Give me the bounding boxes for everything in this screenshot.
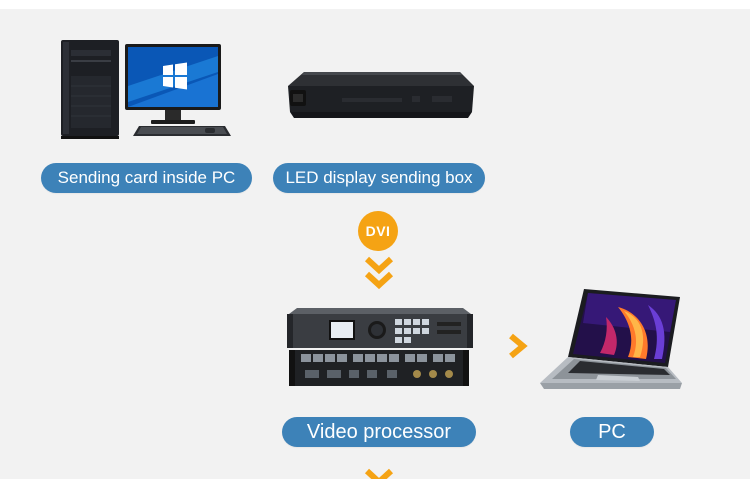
double-chevron-down-icon <box>364 256 394 290</box>
desktop-pc-icon <box>61 40 231 139</box>
chevron-down-partial-icon <box>364 468 394 479</box>
video-processor-label: Video processor <box>282 417 476 447</box>
sending-box-icon <box>288 72 474 118</box>
sending-card-label: Sending card inside PC <box>41 163 252 193</box>
sending-box-label: LED display sending box <box>273 163 485 193</box>
chevron-right-icon <box>509 333 528 359</box>
pc-label: PC <box>570 417 654 447</box>
laptop-icon <box>540 289 682 389</box>
dvi-badge: DVI <box>358 211 398 251</box>
video-processor-icon <box>287 308 473 386</box>
